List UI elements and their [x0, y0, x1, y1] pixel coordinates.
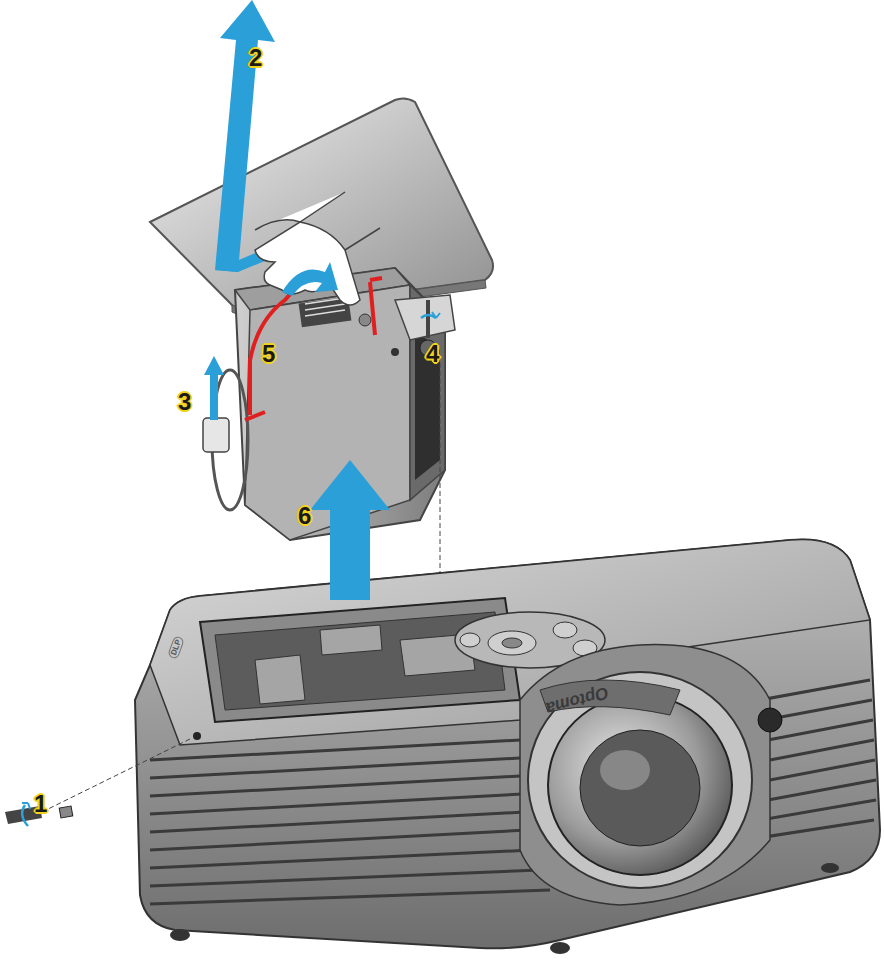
lamp-cover — [150, 98, 493, 320]
callout-number: 4 — [426, 340, 439, 368]
lamp-handle — [245, 278, 382, 420]
callout-number: 2 — [249, 44, 262, 72]
lift-arrow — [282, 262, 338, 296]
projector — [135, 539, 880, 954]
callout-number: 6 — [298, 502, 311, 530]
callout-number: 1 — [34, 790, 47, 818]
move-arrow — [215, 0, 275, 272]
release-arrow — [204, 356, 224, 420]
callout-number: 5 — [262, 340, 275, 368]
hand — [255, 192, 380, 305]
callout-number: 3 — [178, 388, 191, 416]
guide-line — [42, 738, 192, 812]
remove-arrow — [310, 460, 390, 600]
